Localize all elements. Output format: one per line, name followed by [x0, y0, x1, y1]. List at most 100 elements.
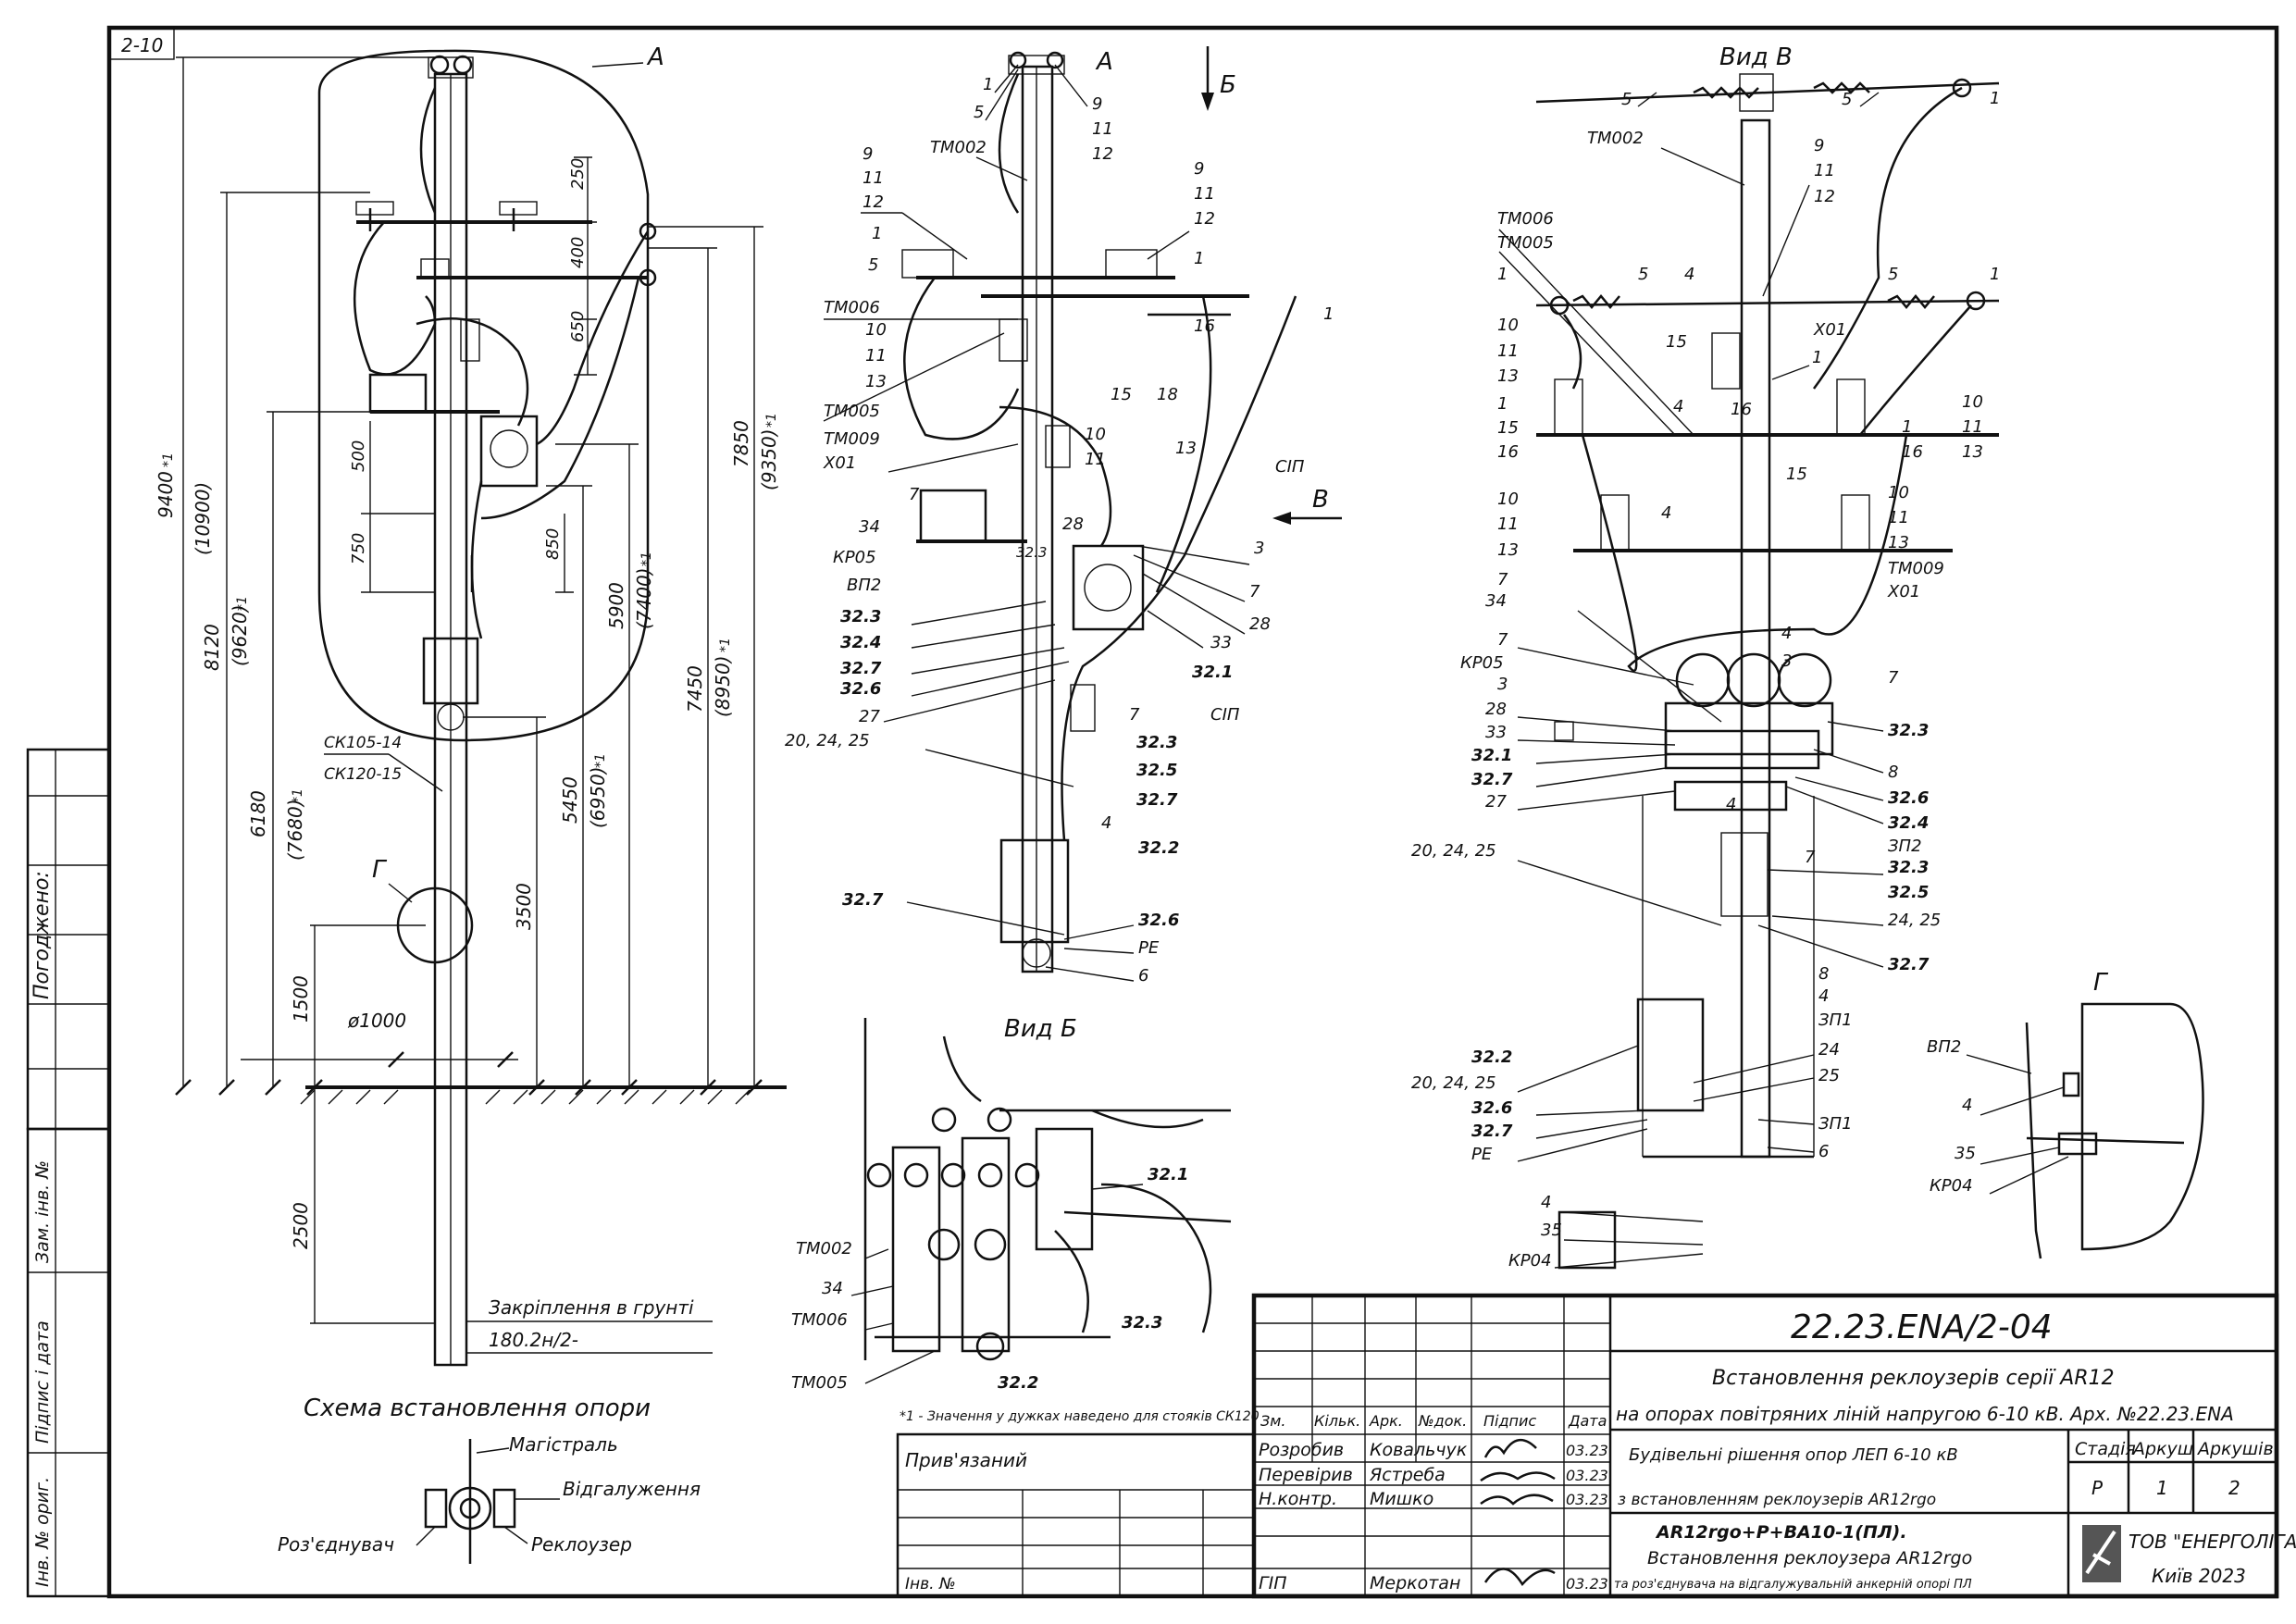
tb-r2-date: 03.23 — [1566, 1467, 1608, 1484]
scheme-vidgaluzhennya: Відгалуження — [563, 1478, 701, 1500]
dim-diameter: ø1000 — [347, 1010, 406, 1032]
dim-8950-star: *1 — [718, 638, 733, 652]
label-a-main: А — [646, 43, 664, 71]
va-321: 32.1 — [1192, 663, 1233, 682]
va-327c: 32.7 — [842, 890, 884, 910]
va-1a: 1 — [983, 75, 993, 94]
tb-r4-name: Меркотан — [1370, 1573, 1460, 1593]
tb-stage: Р — [2091, 1477, 2104, 1499]
scheme-reklouzer: Реклоузер — [531, 1533, 632, 1556]
vv-16a: 16 — [1497, 442, 1519, 462]
tb-sheet-h: Аркуш — [2131, 1439, 2193, 1459]
va-11e: 11 — [1085, 450, 1106, 469]
vv-7a: 7 — [1497, 570, 1508, 589]
vv-1b: 1 — [1497, 265, 1508, 284]
va-33: 33 — [1210, 633, 1232, 652]
vb-tm005: ТМ005 — [791, 1373, 848, 1393]
vv-7c: 7 — [1888, 668, 1899, 688]
tb-sheet: 1 — [2156, 1477, 2168, 1499]
label-g-main: Г — [372, 856, 388, 884]
vv-tm009: ТМ009 — [1888, 559, 1944, 578]
vb-323: 32.3 — [1122, 1313, 1162, 1333]
vv-325: 32.5 — [1888, 883, 1929, 902]
side-pogodzheno: Погоджено: — [31, 871, 54, 999]
va-28a: 28 — [1062, 514, 1084, 534]
vv-27: 27 — [1485, 792, 1507, 812]
detail-a-outline — [317, 49, 650, 742]
va-12b: 12 — [863, 192, 884, 212]
vv-16b: 16 — [1731, 400, 1752, 419]
va-pe: РЕ — [1138, 938, 1160, 958]
vv-11b: 11 — [1497, 341, 1519, 361]
vv-6: 6 — [1818, 1142, 1829, 1161]
vv-323b: 32.3 — [1888, 858, 1929, 877]
vv-12: 12 — [1814, 187, 1835, 206]
vb-321: 32.1 — [1148, 1165, 1188, 1184]
sheet-corner-label: 2-10 — [121, 34, 163, 56]
dim-5900: 5900 — [605, 582, 627, 629]
va-18: 18 — [1157, 385, 1178, 404]
vv-13d: 13 — [1888, 533, 1909, 552]
vv-202425a: 20, 24, 25 — [1411, 841, 1496, 861]
dim-9400-star: *1 — [161, 452, 176, 467]
tb-sheet-title3: та роз'єднувача на відгалужувальній анке… — [1614, 1578, 1972, 1592]
dim-9350: (9350) — [758, 428, 780, 490]
vv-1c: 1 — [1990, 265, 2000, 284]
va-34: 34 — [859, 517, 880, 537]
dim-650: 650 — [568, 311, 588, 342]
va-28b: 28 — [1249, 614, 1271, 634]
vv-zp1b: ЗП1 — [1818, 1114, 1853, 1134]
va-12c: 12 — [1194, 209, 1215, 229]
vv-324: 32.4 — [1888, 813, 1929, 833]
vv-x01: Х01 — [1813, 320, 1846, 340]
main-pole-view: А — [155, 43, 787, 1367]
tb-h-zm: Зм. — [1260, 1412, 1285, 1430]
va-7b: 7 — [1249, 582, 1260, 601]
va-tm006: ТМ006 — [824, 298, 880, 317]
tb-h-ark: Арк. — [1369, 1412, 1403, 1430]
vg-vp2: ВП2 — [1927, 1037, 1961, 1057]
tb-r3-role: Н.контр. — [1259, 1489, 1337, 1509]
view-a-detail: А Б В 1 5 9 11 — [785, 46, 1342, 986]
va-27: 27 — [859, 707, 880, 726]
vv-326a: 32.6 — [1888, 788, 1929, 808]
tb-sheets: 2 — [2228, 1477, 2240, 1499]
label-g-detail: Г — [2093, 969, 2109, 997]
scheme-rozednuvach: Роз'єднувач — [278, 1533, 394, 1556]
tb-h-kil: Кільк. — [1314, 1412, 1360, 1430]
vv-323a: 32.3 — [1888, 721, 1929, 740]
vv-3a: 3 — [1497, 675, 1508, 694]
tb-r3-date: 03.23 — [1566, 1491, 1608, 1508]
va-11d: 11 — [865, 346, 887, 366]
control-cabinet — [422, 637, 479, 705]
pole-section — [2080, 1002, 2204, 1251]
tb-r1-date: 03.23 — [1566, 1442, 1608, 1459]
scheme-title: Схема встановлення опори — [304, 1395, 651, 1422]
scheme-magistral: Магістраль — [509, 1433, 618, 1456]
tb-title2: на опорах повітряних ліній напругою 6-10… — [1616, 1403, 2234, 1425]
tb-code: 22.23.ENA/2-04 — [1791, 1308, 2053, 1346]
dimension-lines — [176, 56, 763, 1324]
tb-sheet-title1: AR12rgo+Р+ВА10-1(ПЛ). — [1655, 1522, 1907, 1543]
tb-stage-h: Стадія — [2075, 1439, 2136, 1459]
view-v: Вид В 5 — [1411, 43, 2000, 1271]
top-insulators — [428, 55, 474, 79]
va-9c: 9 — [1194, 159, 1204, 179]
vv-16c: 16 — [1902, 442, 1923, 462]
pole-type-ck105: СК105-14 — [324, 734, 402, 752]
signatures — [1480, 1439, 1556, 1587]
installation-scheme: Схема встановлення опори Магістраль Відг… — [278, 1395, 701, 1564]
va-9b: 9 — [863, 144, 873, 164]
va-vp2: ВП2 — [847, 576, 881, 595]
va-sip-b: СІП — [1210, 705, 1240, 725]
vb-34: 34 — [822, 1279, 843, 1298]
dim-500: 500 — [349, 440, 368, 472]
vv-7d: 7 — [1805, 848, 1816, 867]
tb-r1-role: Розробив — [1259, 1440, 1344, 1460]
va-10b: 10 — [1085, 425, 1106, 444]
dim-6180: 6180 — [247, 790, 269, 837]
vv-3b: 3 — [1781, 651, 1792, 671]
tb-inv-n: Інв. № — [905, 1575, 956, 1593]
arrow-b-label: Б — [1220, 71, 1236, 99]
vv-326b: 32.6 — [1471, 1098, 1512, 1118]
